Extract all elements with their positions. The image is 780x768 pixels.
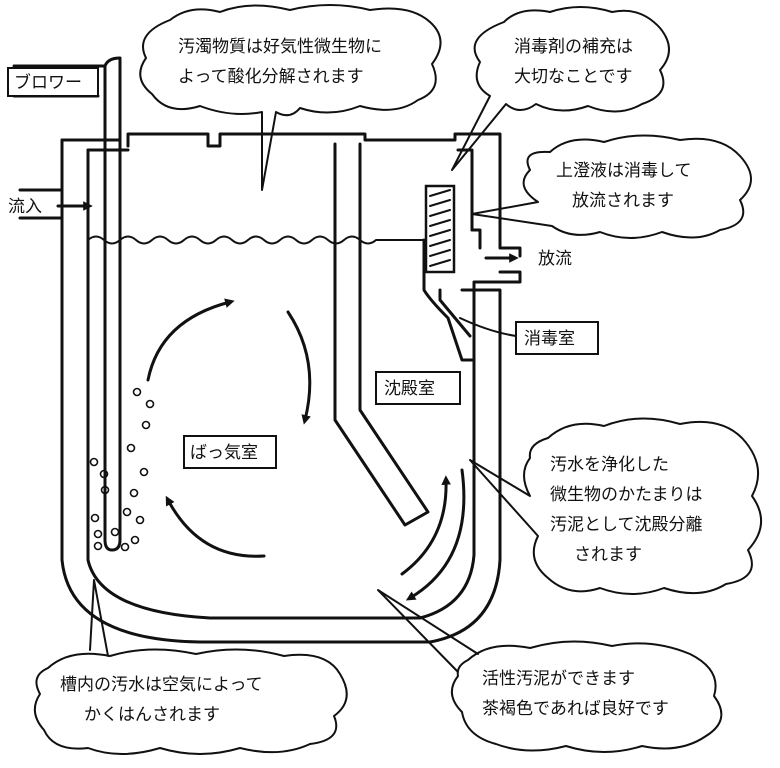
callout-activated-sludge-line1: 活性汚泥ができます (482, 669, 635, 689)
callout-sludge-line4: されます (574, 545, 642, 565)
callout-activated-sludge-line2: 茶褐色であれば良好です (482, 699, 669, 719)
callout-supernatant-bubble (471, 134, 752, 239)
callout-sludge-line2: 微生物のかたまりは (550, 485, 703, 505)
callout-disinfectant-bubble (451, 6, 670, 171)
callout-activated-sludge-bubble (377, 589, 723, 753)
air-bubbles (89, 387, 155, 552)
water-surface (87, 235, 425, 245)
disinfectant-coil (429, 189, 451, 267)
aeration-room-label: ばっ気室 (190, 443, 258, 463)
callout-oxidation-line1: 汚濁物質は好気性微生物に (178, 37, 382, 57)
callout-stirring-line2: かくはんされます (84, 705, 220, 725)
tank-rim-right (456, 148, 474, 232)
callout-supernatant-line1: 上澄液は消毒して (556, 161, 692, 181)
callout-supernatant-line2: 放流されます (572, 191, 674, 211)
callout-sludge-bubble (469, 417, 763, 595)
tank-outer-wall (60, 138, 502, 644)
blower-label: ブロワー (14, 72, 82, 93)
callout-oxidation-bubble (139, 4, 442, 191)
circulation-arrow-right (286, 310, 312, 425)
blower-pipe-inner (103, 64, 122, 552)
outflow-label: 放流 (538, 249, 572, 269)
callout-sludge-line3: 汚泥として沈殿分離 (550, 515, 703, 535)
callout-oxidation-line2: よって酸化分解されます (178, 67, 364, 87)
callout-disinfectant-line1: 消毒剤の補充は (514, 37, 633, 57)
inflow-label: 流入 (8, 197, 42, 217)
sludge-arrow-up (400, 475, 451, 576)
outlet-wall-inner (460, 228, 502, 302)
blower-label-box (7, 67, 99, 97)
callout-disinfectant-line2: 大切なことです (514, 67, 633, 87)
disinfection-funnel (422, 238, 476, 362)
callout-sludge-line1: 汚水を浄化した (550, 455, 669, 475)
callout-stirring-line1: 槽内の汚水は空気によって (60, 675, 263, 695)
baffle-wall (333, 142, 430, 527)
blower-pipe (12, 64, 107, 542)
circulation-arrow-bottom (165, 495, 266, 558)
settling-room-label: 沈殿室 (384, 379, 435, 399)
sludge-arrow-down (405, 468, 466, 601)
tank-lid (60, 132, 502, 152)
tank-inner-wall (86, 148, 476, 620)
disinfectant-cartridge (424, 184, 456, 274)
outlet-wall (472, 138, 522, 332)
callout-stirring-bubble (33, 579, 348, 755)
aeration-label-box (183, 435, 277, 469)
settling-label-box (375, 371, 461, 405)
circulation-arrow-top (146, 298, 235, 382)
disinfection-label-box (515, 321, 599, 355)
disinfection-room-label: 消毒室 (524, 329, 575, 349)
inlet-pipe (18, 188, 64, 220)
blower-pipe-top (103, 56, 122, 68)
disinfection-pointer (459, 317, 517, 337)
